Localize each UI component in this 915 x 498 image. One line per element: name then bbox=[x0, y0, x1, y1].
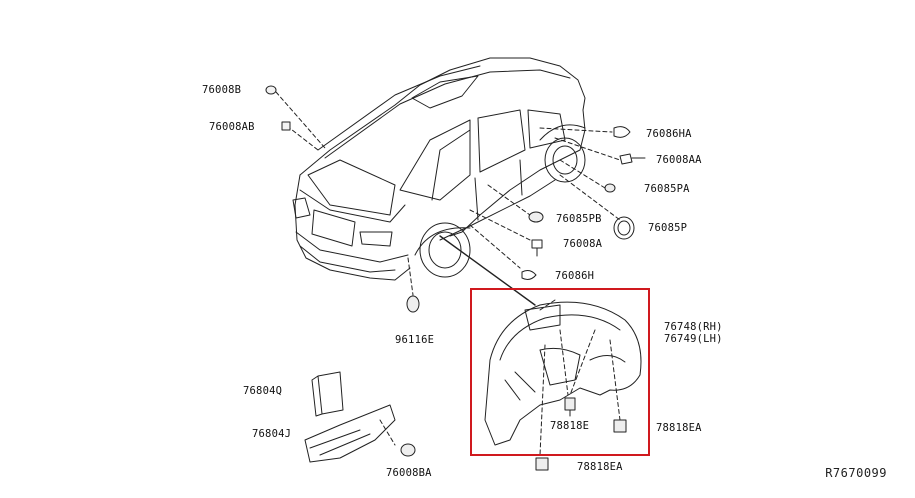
label-78818e[interactable]: 78818E bbox=[550, 420, 590, 432]
label-76008a[interactable]: 76008A bbox=[563, 238, 603, 250]
label-76008aa[interactable]: 76008AA bbox=[656, 154, 702, 166]
highlight-box bbox=[470, 288, 650, 456]
label-76804j[interactable]: 76804J bbox=[252, 428, 292, 440]
label-76086ha[interactable]: 76086HA bbox=[646, 128, 692, 140]
label-76085p[interactable]: 76085P bbox=[648, 222, 688, 234]
clip-76008ba bbox=[400, 443, 416, 457]
vehicle-outline bbox=[292, 57, 586, 281]
label-76085pb[interactable]: 76085PB bbox=[556, 213, 602, 225]
label-78818ea-right[interactable]: 78818EA bbox=[656, 422, 702, 434]
label-96116e[interactable]: 96116E bbox=[395, 334, 435, 346]
inner-fender-liner bbox=[484, 301, 642, 446]
panel-76804j bbox=[304, 404, 396, 463]
fastener-icons bbox=[265, 85, 646, 313]
label-76749-lh[interactable]: 76749(LH) bbox=[664, 333, 723, 345]
label-76085pa[interactable]: 76085PA bbox=[644, 183, 690, 195]
label-76086h[interactable]: 76086H bbox=[555, 270, 595, 282]
label-76008b[interactable]: 76008B bbox=[202, 84, 242, 96]
label-76008ba[interactable]: 76008BA bbox=[386, 467, 432, 479]
label-76008ab[interactable]: 76008AB bbox=[209, 121, 255, 133]
label-78818ea-bottom[interactable]: 78818EA bbox=[577, 461, 623, 473]
bracket-76804q bbox=[311, 371, 344, 417]
label-76804q[interactable]: 76804Q bbox=[243, 385, 283, 397]
label-76748-rh[interactable]: 76748(RH) bbox=[664, 321, 723, 333]
diagram-code: R7670099 bbox=[825, 466, 887, 480]
